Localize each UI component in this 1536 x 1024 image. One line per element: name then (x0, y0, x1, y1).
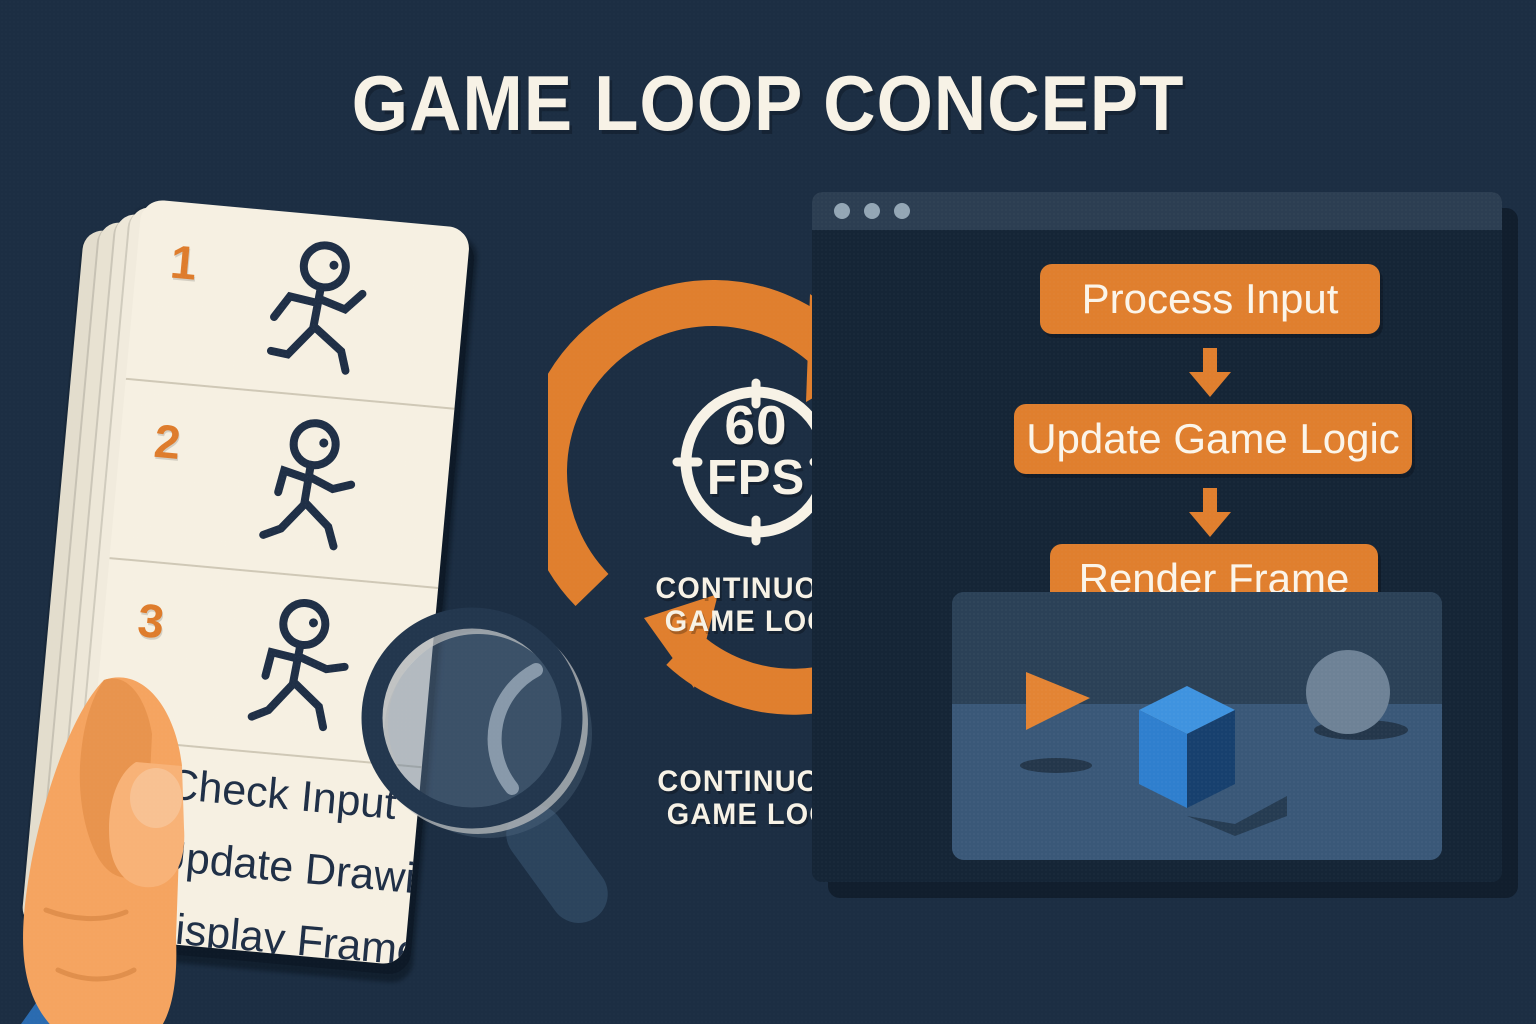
flipbook-card[interactable]: 1 2 (75, 198, 471, 966)
fps-unit: FPS (706, 451, 806, 505)
knuckle-crease-1 (43, 907, 129, 921)
game-scene-preview[interactable] (952, 592, 1442, 860)
orange-triangle-flag-icon (1026, 672, 1090, 730)
fingernail (130, 768, 182, 828)
down-arrow-icon-2 (1189, 488, 1231, 537)
flipbook-group: 1 2 (0, 150, 620, 1024)
running-stick-figure-3 (247, 599, 349, 732)
cube-right (1187, 710, 1235, 808)
hand-holding-flipbook (21, 677, 185, 1024)
frame-number-2: 2 (151, 413, 183, 469)
step-box-update-game-logic[interactable]: Update Game Logic (1014, 404, 1412, 474)
minimize-dot-icon[interactable] (864, 203, 880, 219)
down-arrow-icon-1 (1189, 348, 1231, 397)
step-box-process-input[interactable]: Process Input (1040, 264, 1380, 334)
frame-number-1: 1 (168, 234, 200, 290)
grey-sphere-icon (1306, 650, 1390, 734)
cube-left (1139, 710, 1187, 808)
flag-shadow (1020, 758, 1092, 773)
loop-arrowhead-bottom (644, 594, 718, 688)
fps-readout: 60 FPS (672, 394, 840, 505)
close-dot-icon[interactable] (834, 203, 850, 219)
running-stick-figure-1 (266, 241, 367, 375)
magnifying-glass-icon[interactable] (360, 602, 660, 942)
magnifier-handle (506, 805, 608, 923)
page-title: GAME LOOP CONCEPT (351, 59, 1185, 147)
knuckle-crease-2 (55, 967, 137, 982)
loop-arc-top (548, 280, 851, 607)
window-titlebar[interactable] (812, 192, 1502, 230)
fps-value: 60 (724, 394, 788, 456)
game-window[interactable]: Process Input Update Game Logic Render F… (812, 192, 1502, 882)
maximize-dot-icon[interactable] (894, 203, 910, 219)
blue-cube-icon (1139, 686, 1287, 836)
frame-number-3: 3 (135, 593, 167, 649)
magnifier-rim (361, 607, 583, 829)
running-stick-figure-2 (259, 419, 356, 551)
cube-shadow (1187, 796, 1287, 836)
lens-highlight (487, 663, 543, 795)
